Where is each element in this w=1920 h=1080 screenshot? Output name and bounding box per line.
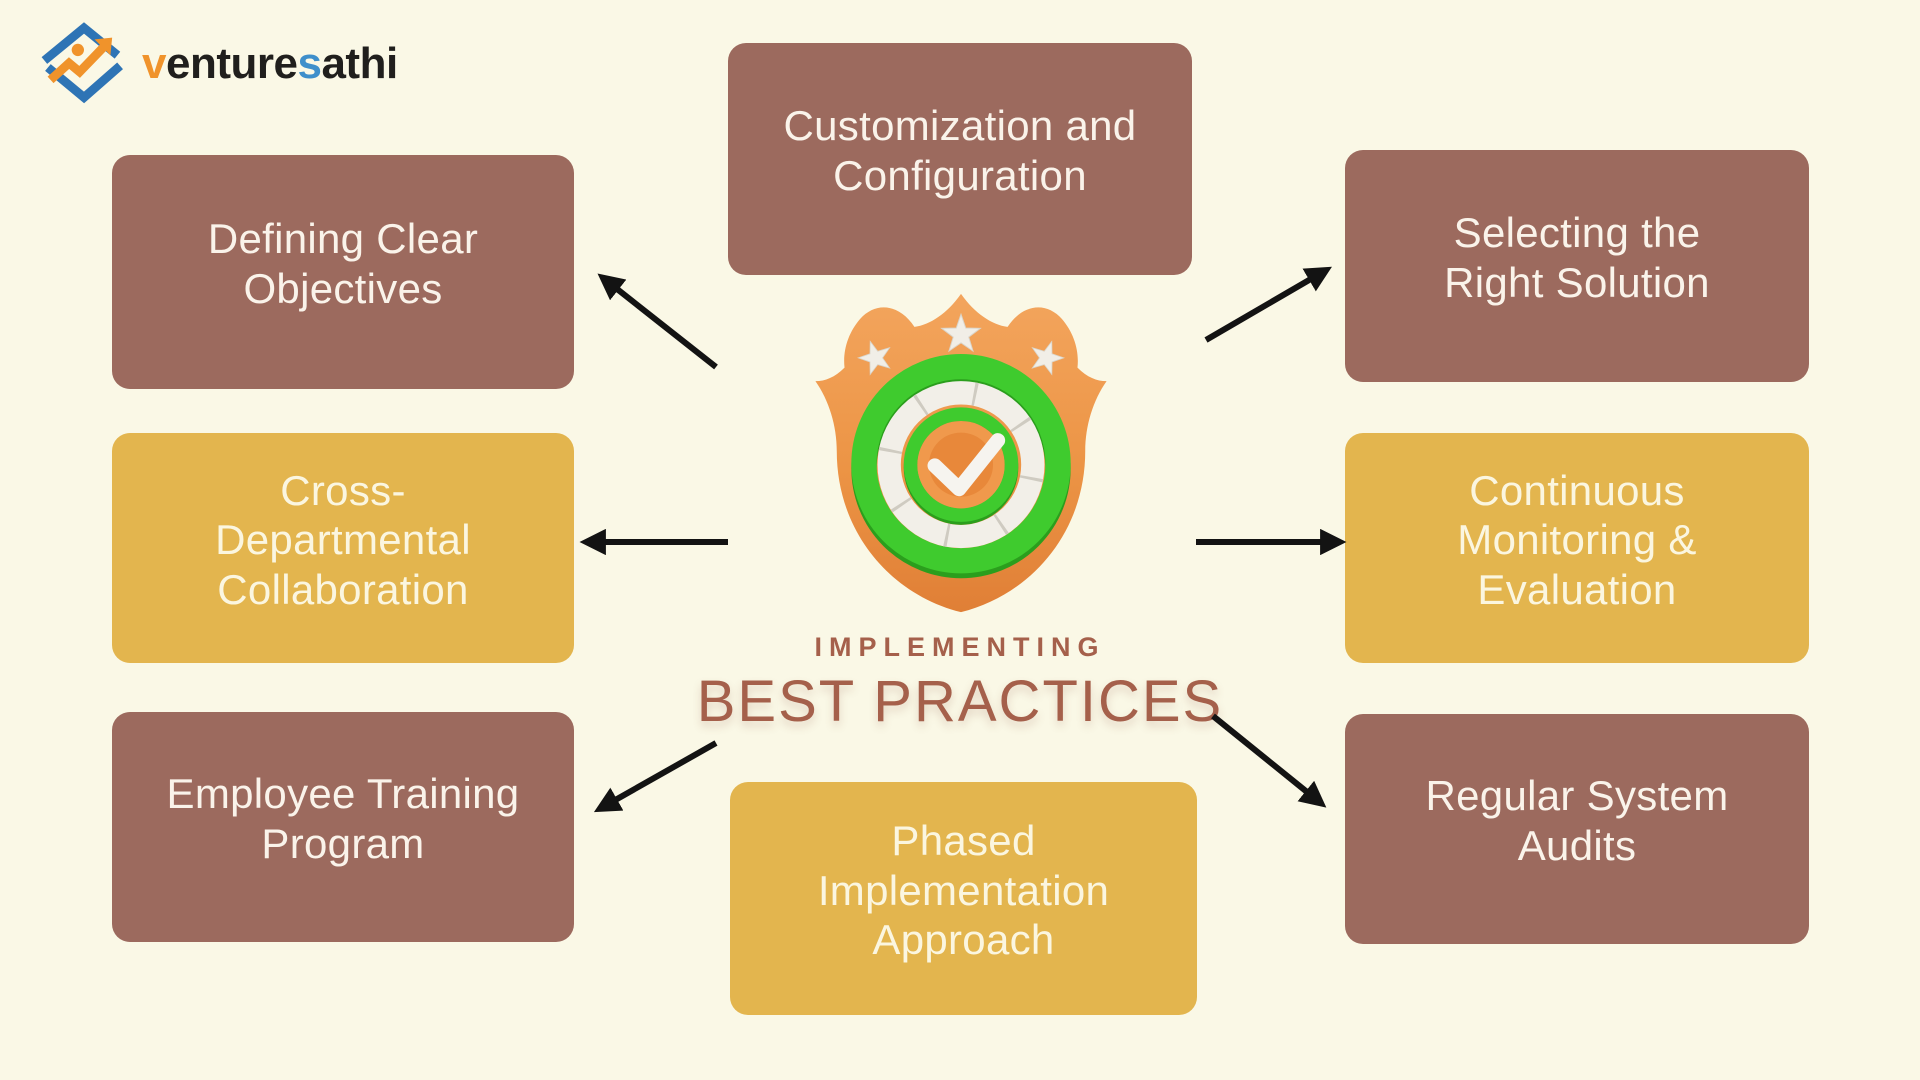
brand-segment: athi: [321, 39, 398, 88]
box-label-line: Regular System: [1425, 772, 1729, 820]
box-phased-implementation-approach: Phased Implementation Approach: [730, 782, 1197, 1015]
box-selecting-the-right-solution: Selecting the Right Solution: [1345, 150, 1809, 382]
box-label-line: Objectives: [243, 265, 443, 312]
box-customization-configuration: Customization and Configuration: [728, 43, 1192, 275]
arrow-to-selecting-the-right-solution: [1204, 266, 1332, 343]
box-label-line: Approach: [872, 916, 1055, 964]
box-label-line: Evaluation: [1477, 565, 1677, 613]
brand-segment: enture: [165, 39, 298, 88]
box-label-line: Collaboration: [217, 565, 469, 613]
box-cross-departmental-collaboration: Cross- Departmental Collaboration: [112, 433, 574, 663]
box-label-line: Configuration: [833, 152, 1087, 199]
box-label-line: Continuous: [1469, 466, 1685, 514]
center-title: BEST PRACTICES: [696, 669, 1224, 734]
arrow-to-employee-training-program: [593, 740, 718, 813]
box-label-line: Monitoring &: [1457, 516, 1697, 564]
box-defining-clear-objectives: Defining Clear Objectives: [112, 155, 574, 389]
logo-icon: [41, 22, 123, 104]
box-label-line: Defining Clear: [207, 215, 479, 263]
brand-segment: v: [142, 39, 166, 88]
brand-segment: s: [297, 39, 322, 88]
box-label-line: Selecting the: [1453, 209, 1701, 257]
box-label-line: Cross-: [280, 466, 406, 514]
box-label-line: Phased: [891, 817, 1036, 865]
box-label-line: Customization and: [783, 102, 1137, 150]
box-regular-system-audits: Regular System Audits: [1345, 714, 1809, 944]
box-label-line: Program: [261, 820, 425, 867]
box-label-line: Departmental: [215, 516, 471, 564]
box-label-line: Implementation: [817, 866, 1110, 914]
brand-logo: venturesathi: [40, 22, 398, 106]
box-label-line: Employee Training: [166, 770, 520, 818]
box-label-line: Right Solution: [1444, 259, 1710, 306]
box-employee-training-program: Employee Training Program: [112, 712, 574, 942]
box-continuous-monitoring-evaluation: Continuous Monitoring & Evaluation: [1345, 433, 1809, 663]
box-label-line: Audits: [1517, 822, 1637, 869]
badge-shield-icon: [815, 293, 1107, 613]
brand-name: venturesathi: [142, 42, 398, 86]
center-kicker: IMPLEMENTING: [814, 632, 1106, 662]
arrow-to-defining-clear-objectives: [597, 273, 718, 370]
